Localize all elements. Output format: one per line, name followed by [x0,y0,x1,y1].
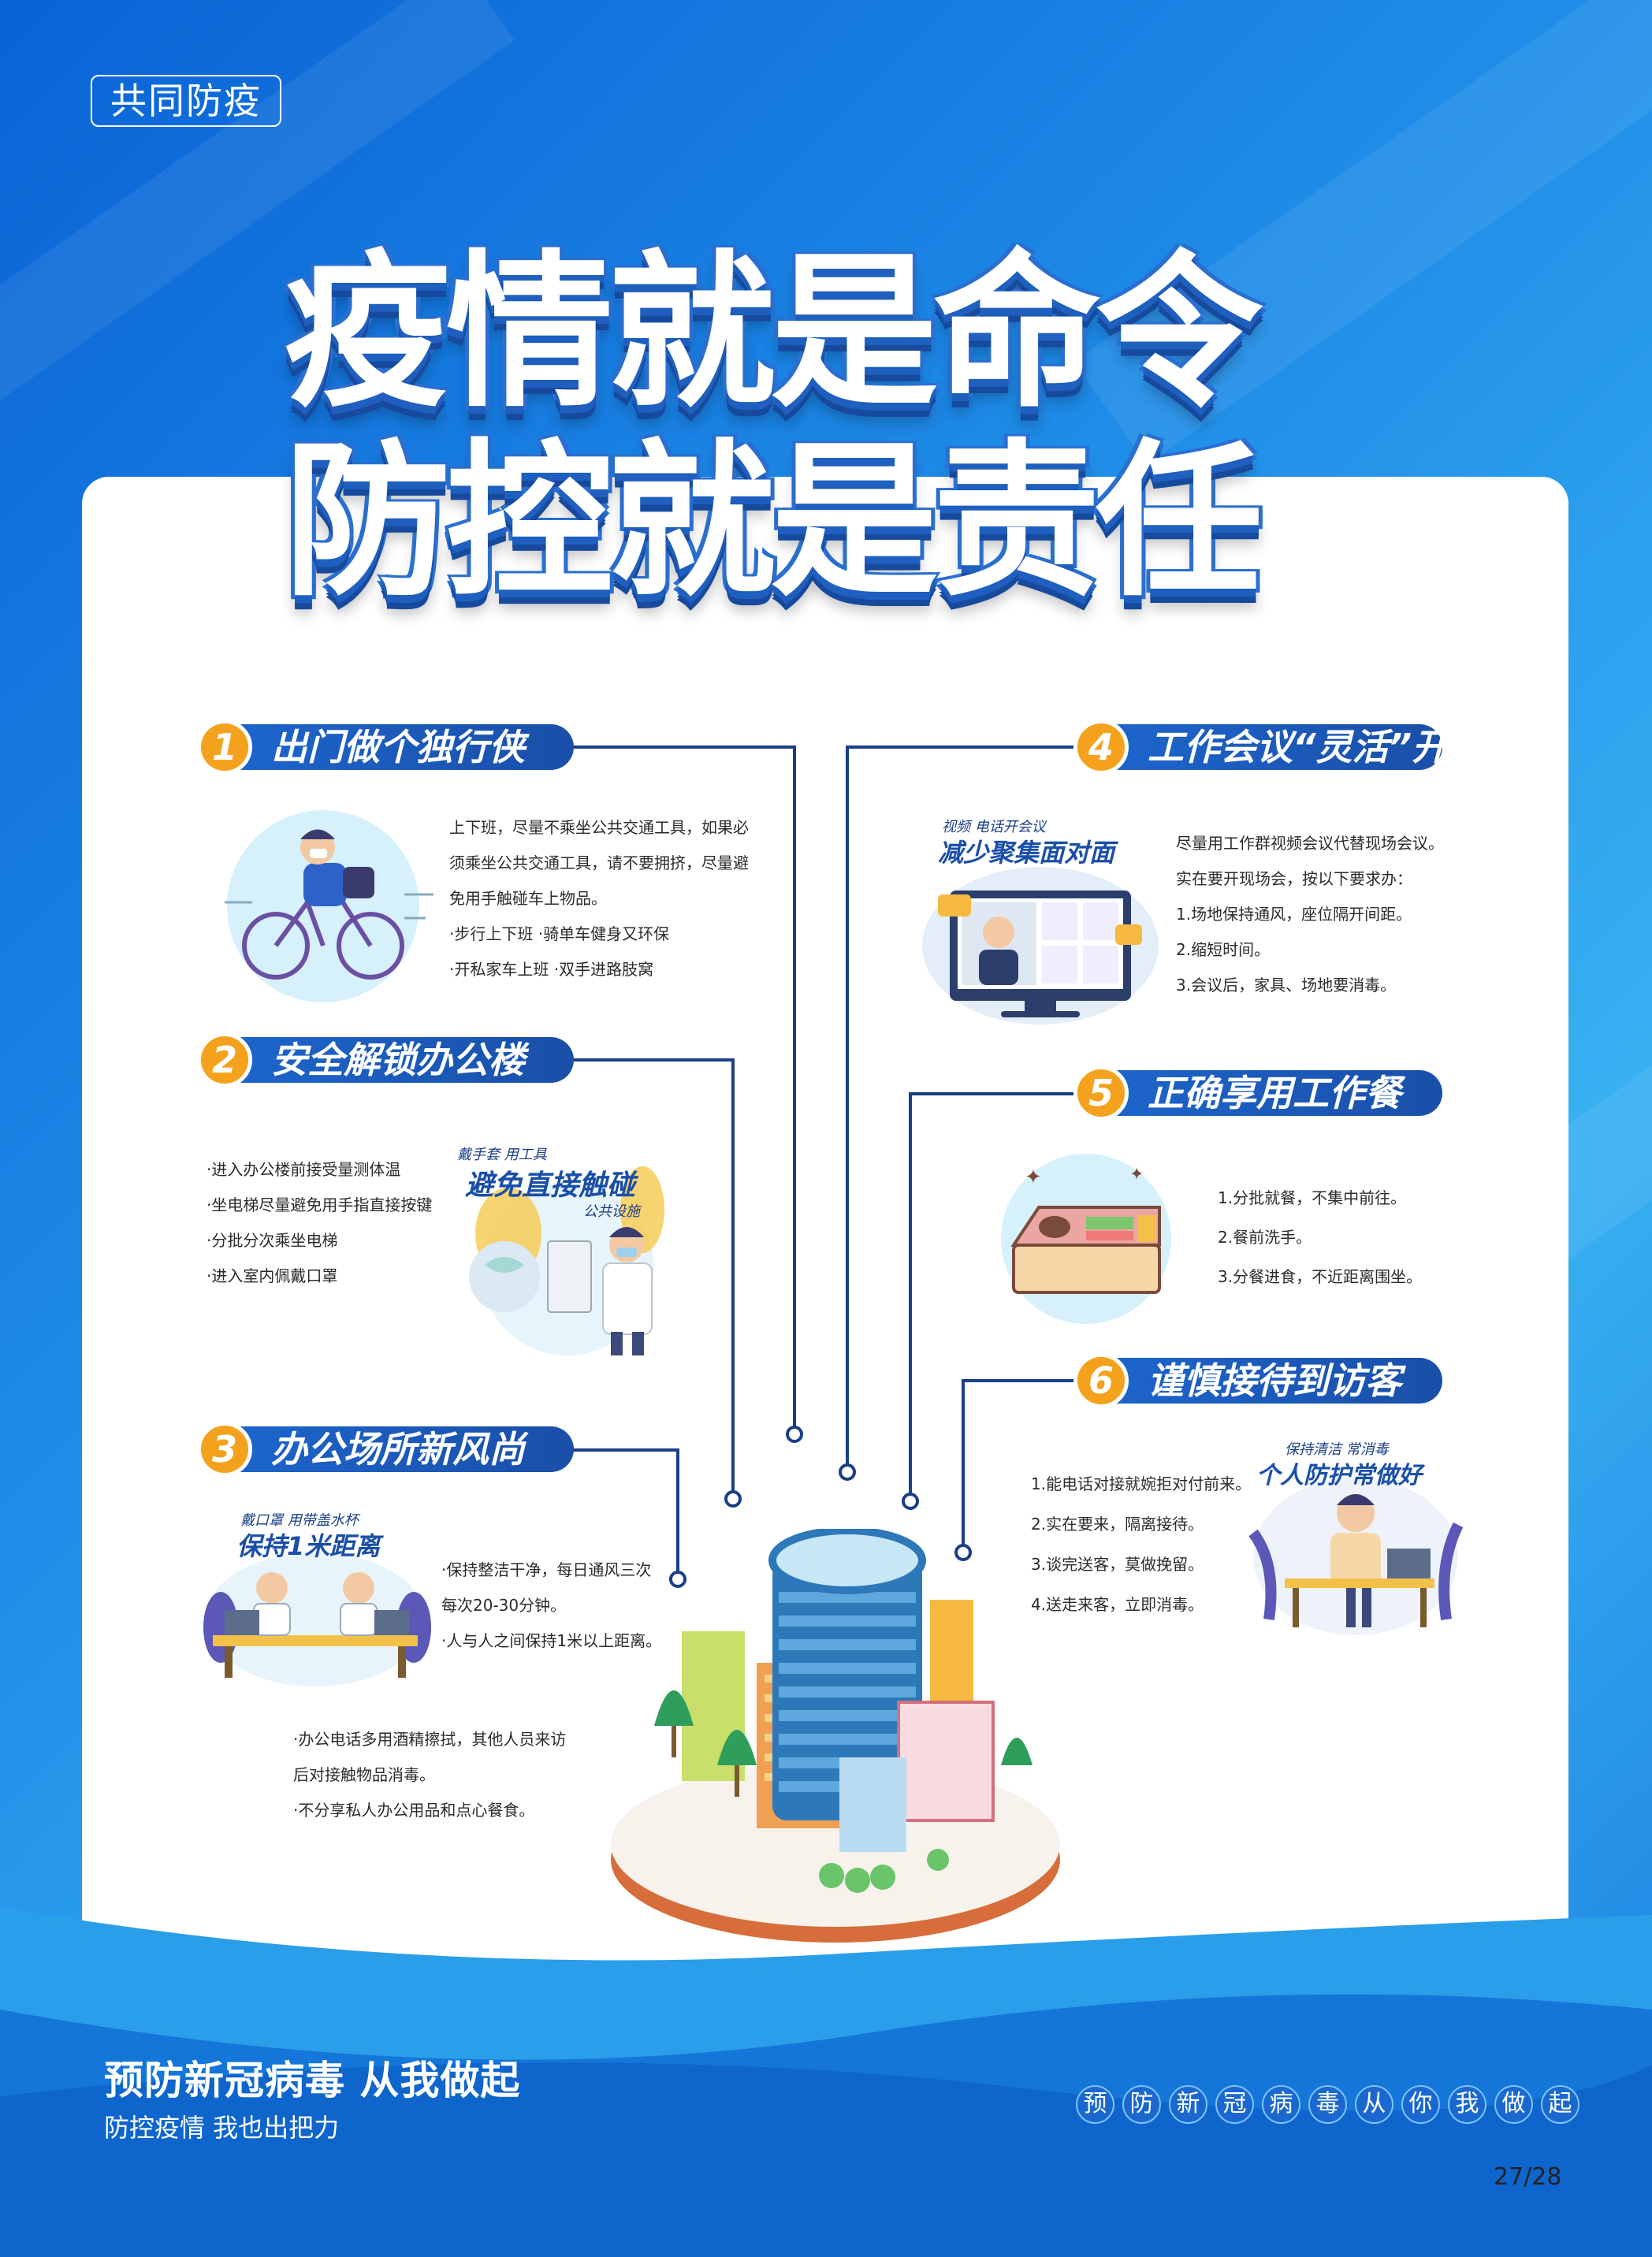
office-buildings-illustration [611,1529,1060,1943]
section-5-title: 5 正确享用工作餐 [1073,1065,1442,1121]
gloves-illustration: 戴手套 用工具 避免直接触碰 公共设施 [449,1139,694,1367]
text-line: 1.能电话对接就婉拒对付前来。 [1031,1474,1252,1493]
section-5-number: 5 [1073,1065,1129,1121]
text-line: ·保持整洁干净，每日通风三次 [441,1560,652,1579]
gloves-caption-tag: 公共设施 [583,1203,640,1220]
protection-caption-big: 个人防护常做好 [1256,1462,1422,1489]
video-caption-big: 减少聚集面对面 [938,838,1115,868]
page-number: 27/28 [1494,2163,1562,2191]
text-line: ·分批分次乘坐电梯 [206,1231,338,1250]
section-1-title-text: 出门做个独行侠 [271,726,525,768]
footer-chip: 从 [1355,2085,1393,2124]
section-6-title: 6 谨慎接待到访客 [1073,1353,1442,1408]
section-6-title-text: 谨慎接待到访客 [1148,1359,1401,1402]
section-2-text: ·进入办公楼前接受量测体温 ·坐电梯尽量避免用手指直接按键 ·分批分次乘坐电梯 … [206,1152,432,1294]
footer-chip: 做 [1494,2085,1533,2124]
text-line: 4.送走来客，立即消毒。 [1031,1595,1204,1614]
text-line: 须乘坐公共交通工具，请不要拥挤，尽量避 [449,853,749,872]
footer-chip: 病 [1262,2085,1300,2124]
video-caption-small: 视频 电话开会议 [942,819,1046,835]
section-3-text: ·保持整洁干净，每日通风三次 每次20-30分钟。 ·人与人之间保持1米以上距离… [441,1552,661,1659]
footer-chip: 我 [1448,2085,1486,2124]
footer-chip: 起 [1541,2085,1579,2124]
footer-chip: 新 [1169,2085,1207,2124]
section-2-title-text: 安全解锁办公楼 [271,1039,525,1081]
text-line: ·不分享私人办公用品和点心餐食。 [293,1801,535,1820]
text-line: 2.实在要来，隔离接待。 [1031,1515,1204,1534]
section-6-text: 1.能电话对接就婉拒对付前来。 2.实在要来，隔离接待。 3.谈完送客，莫做挽留… [1031,1464,1251,1625]
section-3-number: 3 [197,1422,252,1477]
footer-slogan: 预防新冠病毒 从我做起 [104,2058,521,2103]
section-4-number: 4 [1073,719,1129,775]
tag-label: 共同防疫 [91,75,281,127]
text-line: 1.分批就餐，不集中前往。 [1218,1188,1407,1207]
text-line: 3.会议后，家具、场地要消毒。 [1176,976,1397,995]
footer-chip: 毒 [1308,2085,1347,2124]
section-5-text: 1.分批就餐，不集中前往。 2.餐前洗手。 3.分餐进食，不近距离围坐。 [1218,1178,1422,1296]
text-line: 实在要开现场会，按以下要求办： [1176,869,1412,888]
text-line: 上下班，尽量不乘坐公共交通工具，如果必 [449,818,749,837]
headline-line-2: 防控就是责任 [284,424,1263,619]
footer-chip: 预 [1076,2085,1114,2124]
section-2-number: 2 [197,1032,252,1088]
text-line: ·进入办公楼前接受量测体温 [206,1160,401,1179]
section-5-title-text: 正确享用工作餐 [1148,1072,1401,1114]
text-line: ·人与人之间保持1米以上距离。 [441,1631,662,1650]
headline-line-1: 疫情就是命令 [284,235,1263,429]
distance-caption-small: 戴口罩 用带盖水杯 [240,1512,359,1529]
section-1-title: 1 出门做个独行侠 [197,719,574,775]
text-line: 3.分餐进食，不近距离围坐。 [1218,1267,1423,1286]
protection-illustration: 保持清洁 常消毒 个人防护常做好 [1237,1438,1474,1643]
lunchbox-illustration: ✦✦ [1001,1154,1171,1324]
section-2-title: 2 安全解锁办公楼 [197,1032,574,1088]
gloves-caption-big: 避免直接触碰 [465,1169,636,1202]
svg-text:✦: ✦ [1129,1165,1144,1184]
footer-chip: 你 [1401,2085,1440,2124]
footer-subtitle: 防控疫情 我也出把力 [104,2113,340,2143]
bottom-wave [0,1907,1652,2257]
text-line: 2.缩短时间。 [1176,940,1271,959]
protection-caption-small: 保持清洁 常消毒 [1285,1441,1389,1458]
text-line: 尽量用工作群视频会议代替现场会议。 [1176,834,1444,853]
section-3-title-text: 办公场所新风尚 [271,1428,525,1471]
cyclist-illustration [225,810,433,1002]
text-line: ·进入室内佩戴口罩 [206,1266,338,1285]
text-line: ·办公电话多用酒精擦拭，其他人员来访 [293,1730,567,1749]
footer-chip: 防 [1122,2085,1161,2124]
section-4-text: 尽量用工作群视频会议代替现场会议。 实在要开现场会，按以下要求办： 1.场地保持… [1176,826,1444,1003]
text-line: 免用手触碰车上物品。 [449,889,607,908]
text-line: 3.谈完送客，莫做挽留。 [1031,1555,1204,1574]
distance-caption-big: 保持1米距离 [236,1531,381,1561]
section-4-title: 4 工作会议“灵活”开 [1073,719,1448,775]
text-line: 2.餐前洗手。 [1218,1228,1312,1247]
section-4-title-text: 工作会议“灵活”开 [1148,726,1449,768]
section-1-number: 1 [197,719,252,775]
section-6-number: 6 [1073,1353,1129,1408]
section-3-title: 3 办公场所新风尚 [197,1422,574,1477]
video-meeting-illustration: 视频 电话开会议 减少聚集面对面 [906,816,1159,1028]
text-line: ·步行上下班 ·骑单车健身又环保 [449,924,670,943]
text-line: ·坐电梯尽量避免用手指直接按键 [206,1195,433,1214]
gloves-caption-small: 戴手套 用工具 [457,1147,547,1163]
text-line: 后对接触物品消毒。 [293,1765,435,1784]
footer-chip: 冠 [1215,2085,1254,2124]
text-line: ·开私家车上班 ·双手进路肢窝 [449,960,654,979]
text-line: 1.场地保持通风，座位隔开间距。 [1176,905,1412,924]
distance-illustration: 戴口罩 用带盖水杯 保持1米距离 [197,1509,433,1690]
text-line: 每次20-30分钟。 [441,1596,567,1615]
footer-chip-row: 预 防 新 冠 病 毒 从 你 我 做 起 [1076,2085,1579,2124]
section-3-text-extra: ·办公电话多用酒精擦拭，其他人员来访 后对接触物品消毒。 ·不分享私人办公用品和… [293,1722,566,1828]
svg-text:✦: ✦ [1025,1166,1042,1189]
section-1-text: 上下班，尽量不乘坐公共交通工具，如果必 须乘坐公共交通工具，请不要拥挤，尽量避 … [449,810,749,987]
